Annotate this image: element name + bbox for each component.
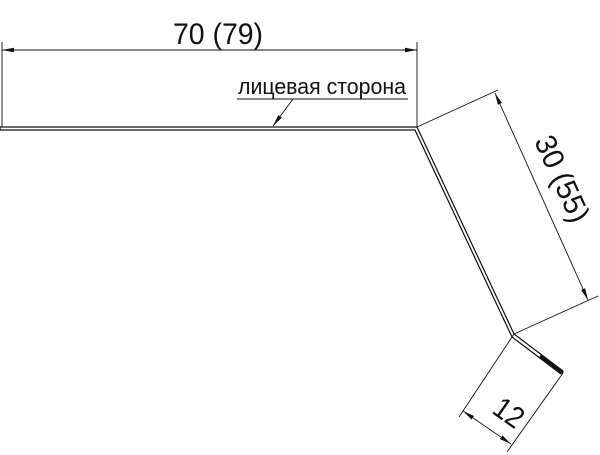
hem-length-dimension: 12	[458, 333, 564, 453]
slope-length-label: 30 (55)	[528, 130, 596, 227]
top-width-dimension: 70 (79)	[1, 18, 418, 127]
face-side-label: лицевая сторона	[238, 74, 407, 99]
top-width-label: 70 (79)	[173, 18, 263, 51]
sheet-profile	[0, 126, 564, 375]
face-side-callout: лицевая сторона	[237, 74, 408, 127]
slope-length-dimension: 30 (55)	[416, 89, 599, 335]
